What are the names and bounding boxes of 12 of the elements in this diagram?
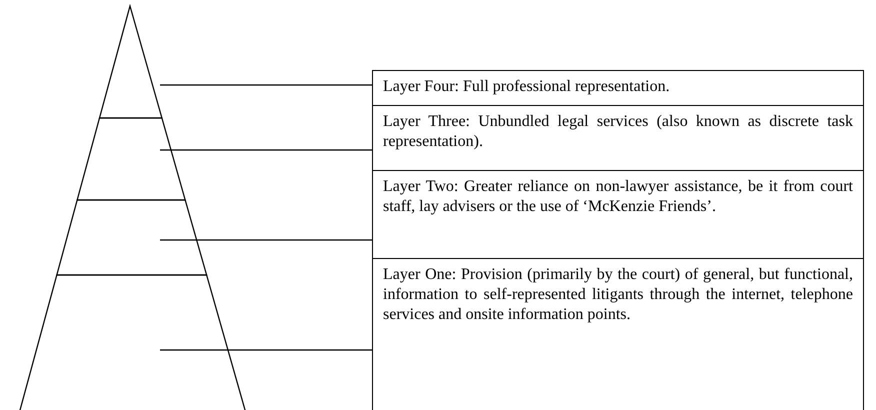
layer-description-box: Layer Four: Full professional representation.: [372, 70, 864, 106]
leader-line: [160, 349, 372, 351]
layer-description-box: Layer One: Provision (primarily by the court) of general, but functional, information to self-represented litigants through the internet, telephone services and onsite information points.: [372, 258, 864, 410]
pyramid-layer: [18, 274, 246, 410]
leader-line: [160, 239, 372, 241]
leader-line: [160, 149, 372, 151]
leader-line: [160, 84, 372, 86]
pyramid-layer: [56, 199, 208, 276]
pyramid-apex-layer: [98, 4, 163, 119]
pyramid-layer: [76, 117, 186, 201]
layer-description-box: Layer Two: Greater reliance on non-lawyer assistance, be it from court staff, lay advisers or the use of ‘McKenzie Friends’.: [372, 170, 864, 259]
layer-description-box: Layer Three: Unbundled legal services (also known as discrete task representation).: [372, 105, 864, 171]
